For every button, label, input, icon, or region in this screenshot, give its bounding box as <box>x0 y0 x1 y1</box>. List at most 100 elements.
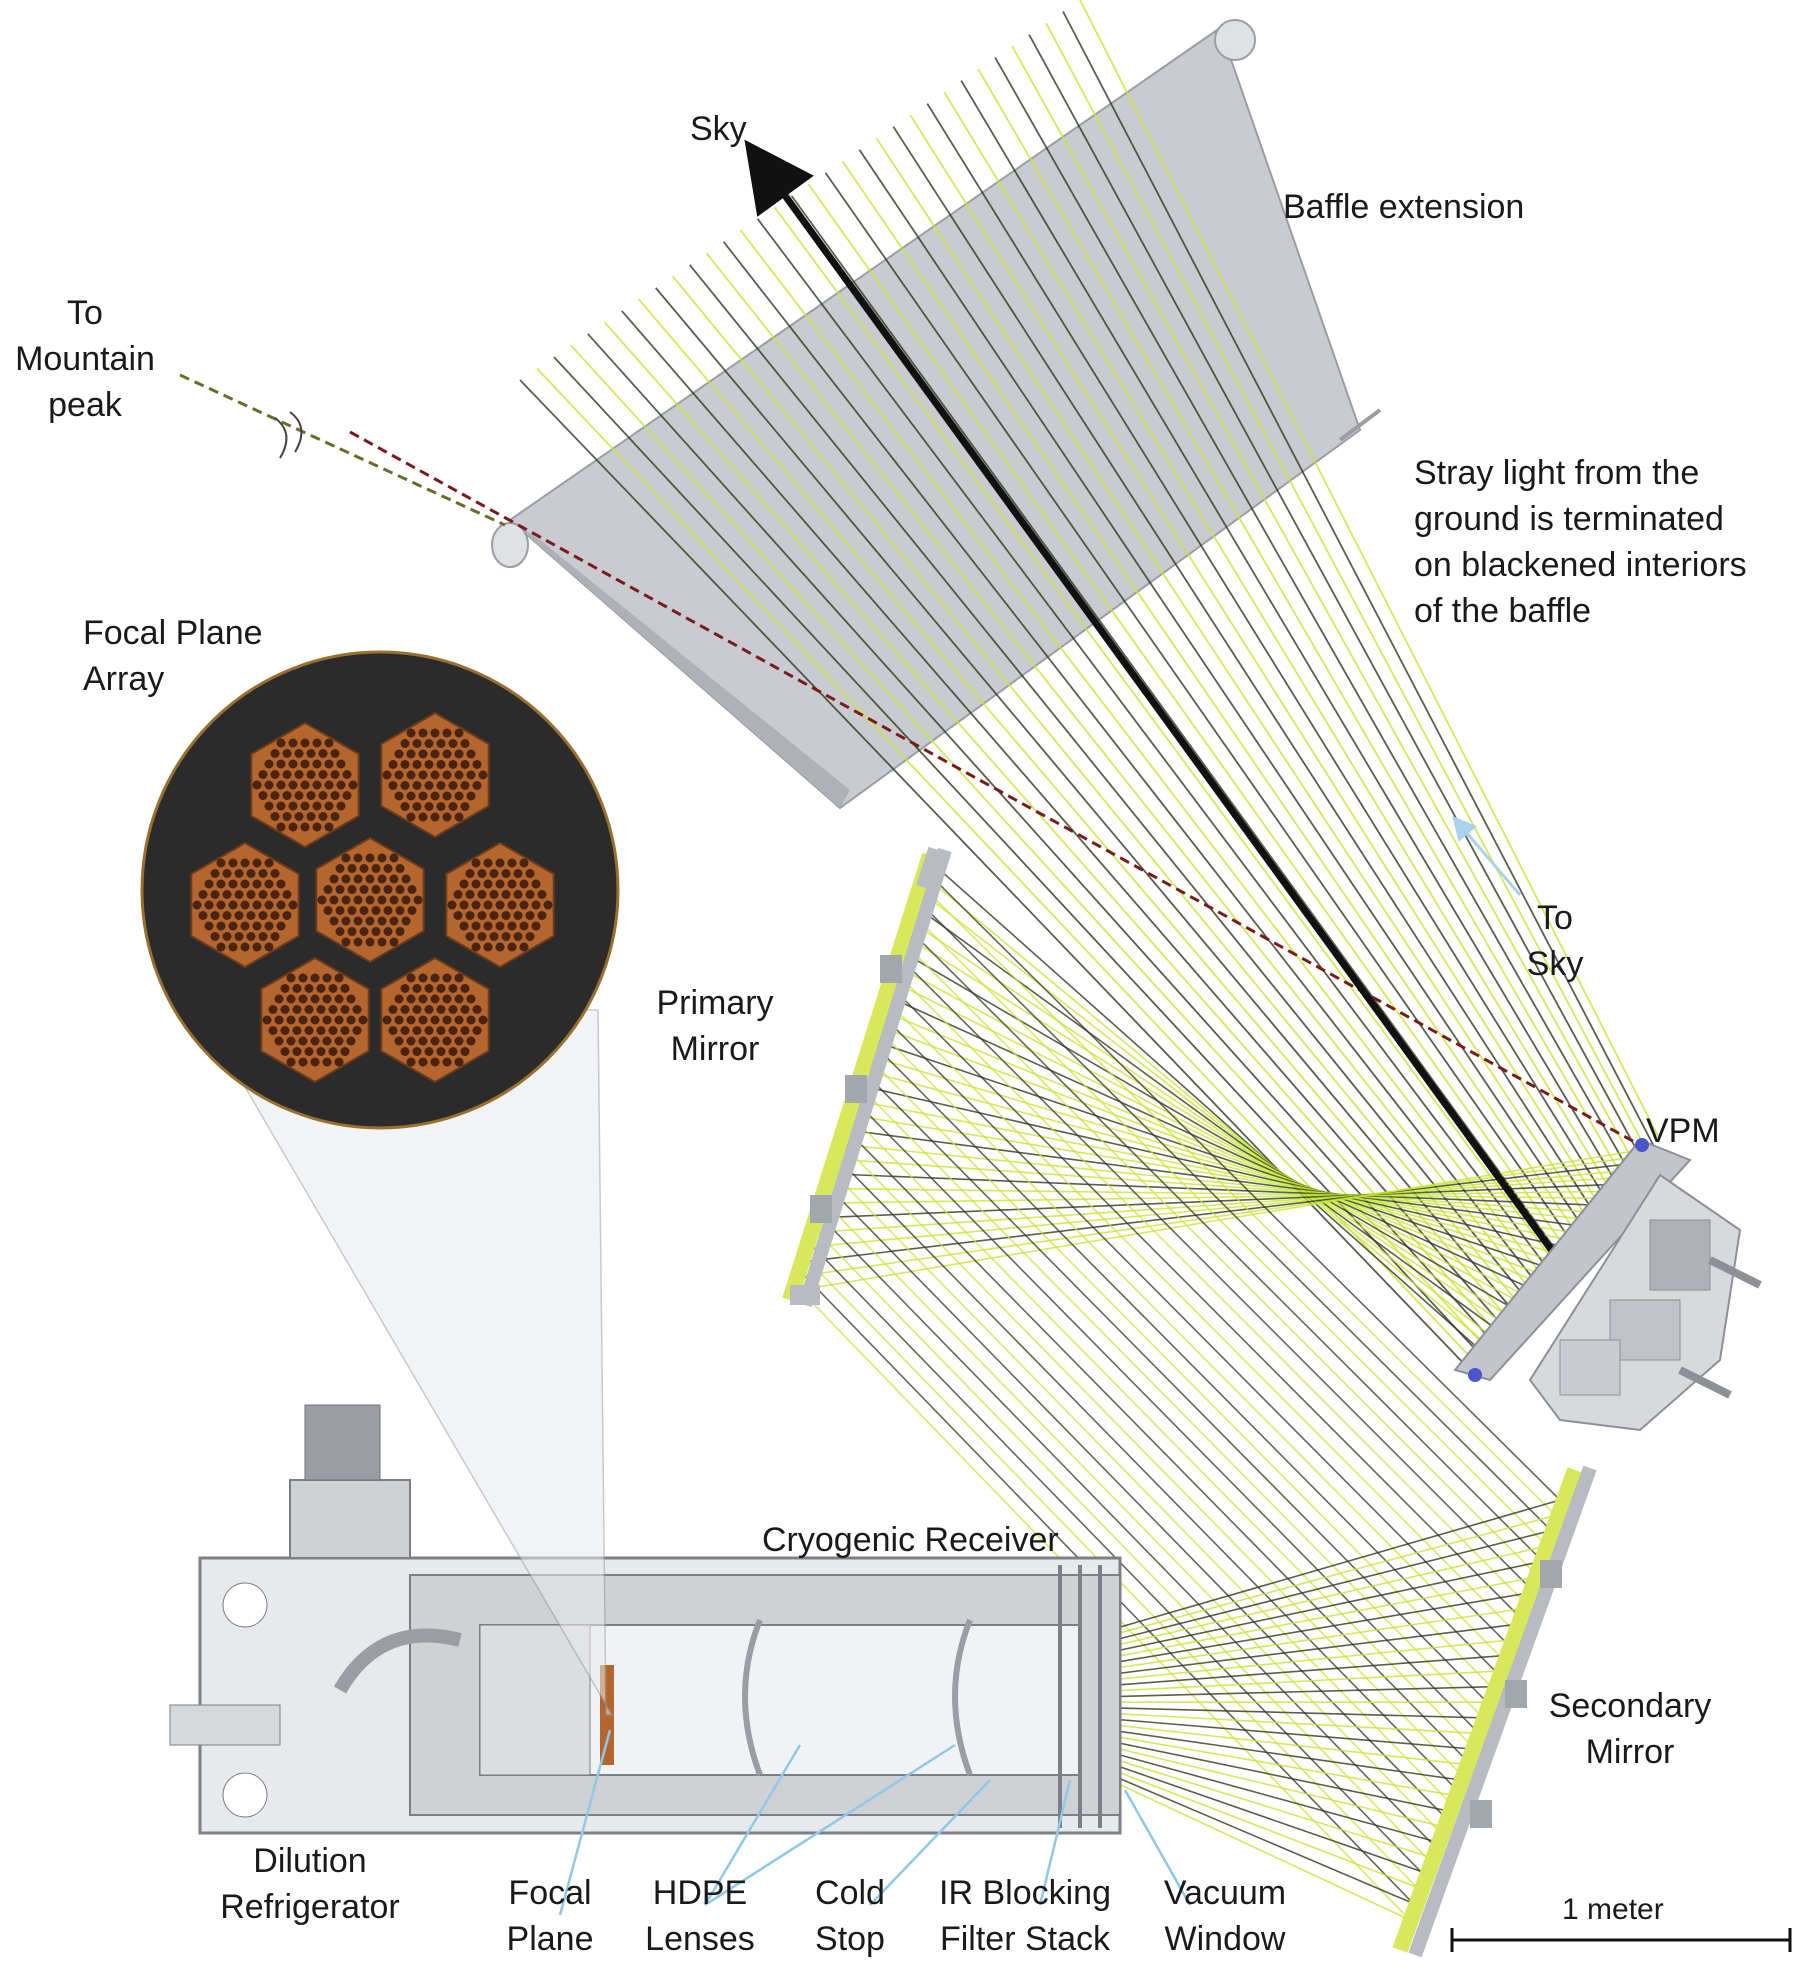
feedhorn <box>377 895 387 905</box>
feedhorn <box>318 791 328 800</box>
feedhorn <box>400 1047 410 1056</box>
feedhorn <box>460 1026 470 1035</box>
ray <box>1045 22 1650 1155</box>
feedhorn <box>282 812 292 821</box>
feedhorn <box>430 770 440 780</box>
feedhorn <box>312 801 322 811</box>
feedhorn <box>407 906 417 915</box>
feedhorn <box>347 927 357 936</box>
feedhorn <box>424 984 434 993</box>
feedhorn <box>282 749 292 758</box>
feedhorn <box>543 900 553 910</box>
feedhorn <box>388 760 398 769</box>
feedhorn <box>306 791 316 800</box>
ray <box>655 287 1517 1315</box>
feedhorn <box>465 869 475 878</box>
feedhorn <box>389 937 399 947</box>
feedhorn <box>270 812 280 821</box>
feedhorn <box>471 942 481 952</box>
feedhorn <box>430 791 440 801</box>
feedhorn <box>316 984 326 993</box>
feedhorn <box>418 973 428 983</box>
feedhorn <box>246 890 256 899</box>
feedhorn <box>288 780 298 790</box>
feedhorn <box>300 780 310 790</box>
feedhorn <box>460 1047 470 1056</box>
feedhorn <box>228 900 238 910</box>
feedhorn <box>436 1047 446 1056</box>
feedhorn <box>472 1005 482 1014</box>
feedhorn <box>483 879 493 889</box>
feedhorn <box>466 994 476 1004</box>
feedhorn <box>298 994 308 1004</box>
feedhorn <box>448 1047 458 1056</box>
label-to-sky: To Sky <box>1526 899 1584 983</box>
ray <box>1109 1545 1544 1648</box>
feedhorn <box>270 749 280 758</box>
feedhorn <box>222 932 232 941</box>
feedhorn <box>383 906 393 915</box>
ray <box>773 206 1558 1266</box>
feedhorn <box>359 927 369 936</box>
scale-bar <box>1450 1928 1792 1952</box>
ray <box>850 1133 1468 1762</box>
feedhorn <box>294 749 304 758</box>
ray <box>1109 1654 1505 1687</box>
feedhorn <box>406 973 416 983</box>
ray <box>1109 1706 1483 1719</box>
feedhorn <box>334 1036 344 1046</box>
feedhorn <box>388 1026 398 1035</box>
feedhorn <box>382 770 392 780</box>
ray <box>756 218 1552 1273</box>
feedhorn <box>413 895 423 905</box>
leader-lines <box>558 1729 1192 1916</box>
ray <box>906 964 1530 1588</box>
feedhorn <box>489 911 499 920</box>
ray <box>1109 1670 1499 1692</box>
feedhorn <box>316 1047 326 1056</box>
feedhorn <box>371 864 381 873</box>
feedhorn <box>424 1005 434 1014</box>
feedhorn <box>270 770 280 779</box>
ray <box>977 68 1627 1183</box>
feedhorn <box>276 900 286 910</box>
feedhorn <box>383 885 393 894</box>
ray <box>1109 1779 1411 1921</box>
ray <box>994 57 1632 1176</box>
feedhorn <box>198 890 208 899</box>
feedhorn <box>406 791 416 801</box>
feedhorn <box>531 900 541 910</box>
ray <box>818 1232 1432 1863</box>
feedhorn <box>276 759 286 769</box>
feedhorn <box>282 890 292 899</box>
ray <box>822 1218 1437 1849</box>
ray <box>1109 1723 1466 1766</box>
feedhorn <box>294 770 304 779</box>
ray <box>877 1057 1552 1262</box>
feedhorn <box>477 890 487 899</box>
ray <box>824 172 1575 1246</box>
feedhorn <box>330 749 340 758</box>
ray <box>862 1100 1569 1241</box>
feedhorn <box>418 1057 428 1067</box>
ray <box>1109 1745 1444 1828</box>
feedhorn <box>264 942 274 952</box>
ray <box>926 103 1609 1204</box>
feedhorn <box>288 900 298 910</box>
feedhorn <box>322 1036 332 1046</box>
feedhorn <box>525 911 535 920</box>
feedhorn <box>401 874 411 884</box>
feedhorn <box>335 906 345 915</box>
ray <box>638 298 1511 1322</box>
feedhorn <box>324 738 334 748</box>
feedhorn <box>280 984 290 993</box>
focal-plane-array-inset <box>140 650 620 1130</box>
feedhorn <box>460 984 470 993</box>
feedhorn <box>286 1015 296 1025</box>
feedhorn <box>495 942 505 952</box>
feedhorn <box>234 890 244 899</box>
feedhorn <box>412 984 422 993</box>
ray <box>883 1034 1504 1660</box>
feedhorn <box>389 853 399 863</box>
feedhorn <box>270 932 280 941</box>
